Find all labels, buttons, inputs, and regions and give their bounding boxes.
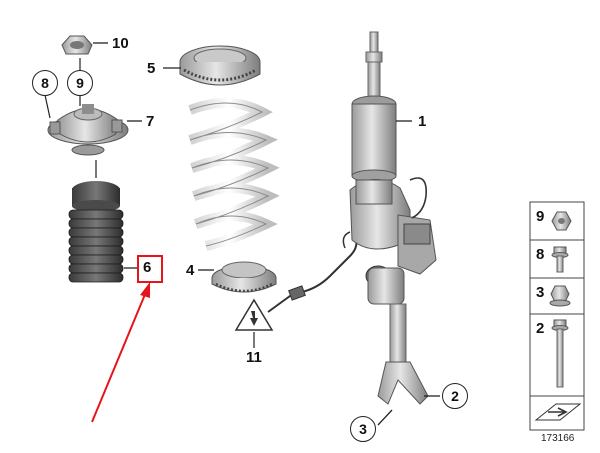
callout-7: 7 <box>146 113 155 130</box>
legend-item-8: 8 <box>536 246 545 263</box>
repair-kit-icon <box>534 403 582 421</box>
callout-5: 5 <box>147 60 156 77</box>
warning-sticker-part-11 <box>234 239 358 348</box>
callout-10: 10 <box>112 35 129 52</box>
fastener-legend <box>529 201 585 431</box>
top-mount-part-7 <box>47 104 142 156</box>
dust-boot-part-6 <box>68 160 138 283</box>
callout-11: 11 <box>246 349 262 366</box>
highlight-box <box>137 255 163 283</box>
legend-item-9: 9 <box>536 208 545 225</box>
highlight-arrow <box>91 282 150 423</box>
upper-spring-seat-part-5 <box>163 45 261 86</box>
callout-3: 3 <box>350 416 376 442</box>
diagram-code: 173166 <box>541 433 575 444</box>
flange-nut-icon <box>549 285 571 307</box>
legend-item-3: 3 <box>536 284 545 301</box>
lower-spring-seat-part-4 <box>198 261 277 293</box>
callout-8: 8 <box>32 70 58 96</box>
callout-2: 2 <box>442 383 468 409</box>
callout-9: 9 <box>67 70 93 96</box>
strut-assembly-part-1 <box>342 31 440 426</box>
flange-bolt-long-icon <box>551 319 569 388</box>
cap-nut-part-10 <box>61 35 108 55</box>
legend-item-2: 2 <box>536 320 545 337</box>
callout-6: 6 <box>143 259 152 276</box>
flange-bolt-short-icon <box>551 246 569 273</box>
callout-4: 4 <box>186 262 195 279</box>
hex-nut-icon <box>551 211 572 231</box>
coil-spring <box>188 97 280 251</box>
callout-1: 1 <box>418 113 427 130</box>
